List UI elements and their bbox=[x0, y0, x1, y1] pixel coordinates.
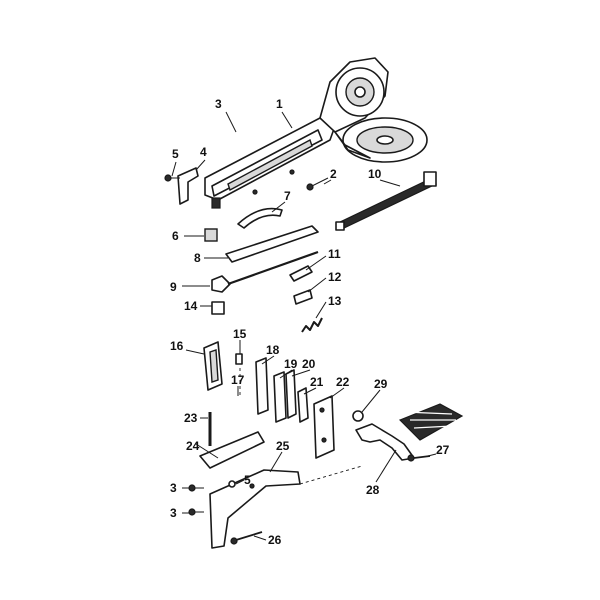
part-28-handle bbox=[355, 403, 464, 461]
callout-24: 24 bbox=[186, 439, 200, 453]
part-2-screw bbox=[306, 177, 329, 191]
callout-19: 19 bbox=[284, 357, 298, 371]
part-13-spring bbox=[301, 317, 323, 333]
part-16-bracket bbox=[203, 341, 223, 391]
callout-3-top: 3 bbox=[215, 97, 222, 111]
part-8-rail bbox=[225, 225, 319, 263]
part-24-slide bbox=[199, 431, 265, 469]
part-18-plate bbox=[255, 357, 269, 415]
callout-7: 7 bbox=[284, 189, 291, 203]
callout-3-low: 3 bbox=[170, 506, 177, 520]
part-1-frame bbox=[204, 57, 428, 209]
part-26-screw bbox=[230, 531, 263, 545]
callout-20: 20 bbox=[302, 357, 316, 371]
part-12-clip bbox=[293, 289, 313, 305]
callout-1: 1 bbox=[276, 97, 283, 111]
part-6-block bbox=[204, 228, 218, 242]
callout-13: 13 bbox=[328, 294, 342, 308]
callout-18: 18 bbox=[266, 343, 280, 357]
callout-11: 11 bbox=[328, 247, 341, 261]
part-3-low-screw bbox=[188, 508, 204, 516]
part-9-follower bbox=[211, 250, 319, 293]
part-7-curved-guide bbox=[237, 207, 283, 229]
callout-6: 6 bbox=[172, 229, 179, 243]
part-21-plate bbox=[297, 387, 309, 423]
assembly-dashed-line bbox=[299, 465, 363, 485]
part-5-top-screw bbox=[164, 174, 180, 182]
callout-9: 9 bbox=[170, 280, 177, 294]
callout-4: 4 bbox=[200, 145, 207, 159]
callout-10: 10 bbox=[368, 167, 382, 181]
callout-labels: 1 2 3 4 5 6 7 8 9 10 11 12 13 14 15 16 1… bbox=[170, 97, 450, 547]
part-15-pin bbox=[235, 353, 243, 365]
callout-8: 8 bbox=[194, 251, 201, 265]
callout-16: 16 bbox=[170, 339, 184, 353]
callout-14: 14 bbox=[184, 299, 198, 313]
callout-3-mid: 3 bbox=[170, 481, 177, 495]
callout-15: 15 bbox=[233, 327, 247, 341]
callout-29: 29 bbox=[374, 377, 388, 391]
callout-leaders bbox=[171, 111, 437, 541]
part-14-block bbox=[211, 301, 225, 315]
callout-17: 17 bbox=[231, 373, 245, 387]
callout-2: 2 bbox=[330, 167, 337, 181]
part-10-rod bbox=[335, 171, 437, 231]
callout-21: 21 bbox=[310, 375, 324, 389]
callout-25: 25 bbox=[276, 439, 290, 453]
callout-27: 27 bbox=[436, 443, 450, 457]
callout-26: 26 bbox=[268, 533, 282, 547]
part-19-plate bbox=[273, 371, 287, 423]
callout-28: 28 bbox=[366, 483, 380, 497]
part-25-base bbox=[209, 469, 301, 549]
part-29-nut bbox=[352, 410, 364, 422]
part-4-bracket bbox=[177, 167, 199, 205]
part-3-mid-screw bbox=[188, 484, 204, 492]
part-5-low-washer bbox=[228, 480, 236, 488]
callout-5-low: 5 bbox=[244, 473, 251, 487]
part-27-screw bbox=[407, 454, 431, 462]
part-22-plate bbox=[313, 395, 335, 459]
callout-12: 12 bbox=[328, 270, 342, 284]
part-20-plate bbox=[285, 369, 297, 419]
callout-22: 22 bbox=[336, 375, 350, 389]
callout-5-top: 5 bbox=[172, 147, 179, 161]
callout-23: 23 bbox=[184, 411, 198, 425]
